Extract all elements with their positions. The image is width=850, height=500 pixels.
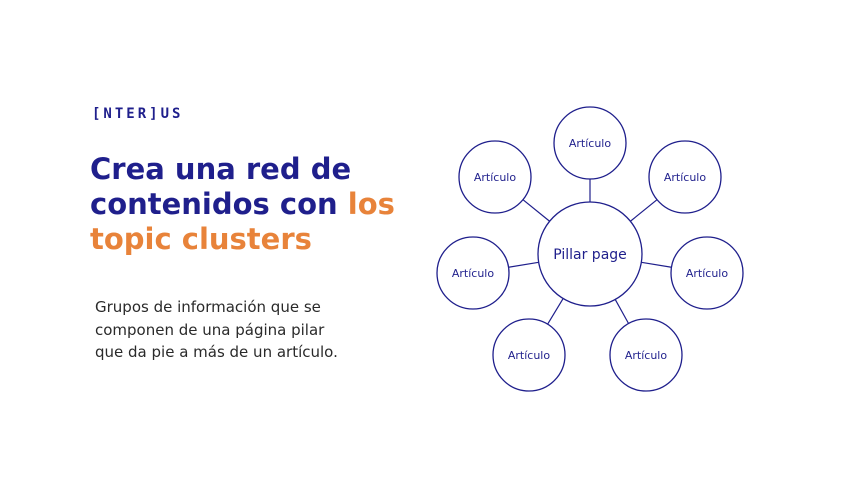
article-node <box>458 140 532 214</box>
brand-logo: [NTER]US <box>92 106 184 122</box>
diagram-nodes: Pillar pageArtículoArtículoArtículoArtíc… <box>436 106 744 392</box>
pillar-page-node <box>537 201 643 307</box>
article-label: Artículo <box>569 137 611 150</box>
article-label: Artículo <box>686 267 728 280</box>
article-node <box>670 236 744 310</box>
article-label: Artículo <box>474 171 516 184</box>
description: Grupos de información que se componen de… <box>95 298 338 361</box>
article-label: Artículo <box>452 267 494 280</box>
pillar-page-label: Pillar page <box>553 247 627 263</box>
article-label: Artículo <box>508 349 550 362</box>
headline-main: Crea una red de contenidos con <box>90 152 352 221</box>
article-node <box>609 318 683 392</box>
connector-line <box>508 261 539 268</box>
diagram-edges <box>508 179 672 325</box>
headline: Crea una red de contenidos con los topic… <box>90 152 420 257</box>
article-node <box>648 140 722 214</box>
connector-line <box>522 199 550 222</box>
article-node <box>436 236 510 310</box>
article-label: Artículo <box>664 171 706 184</box>
article-node <box>492 318 566 392</box>
connector-line <box>614 299 630 324</box>
connector-line <box>630 199 658 222</box>
article-node <box>553 106 627 180</box>
headline-highlight: los topic clusters <box>90 187 395 256</box>
connector-line <box>641 261 672 268</box>
article-label: Artículo <box>625 349 667 362</box>
connector-line <box>547 298 564 325</box>
